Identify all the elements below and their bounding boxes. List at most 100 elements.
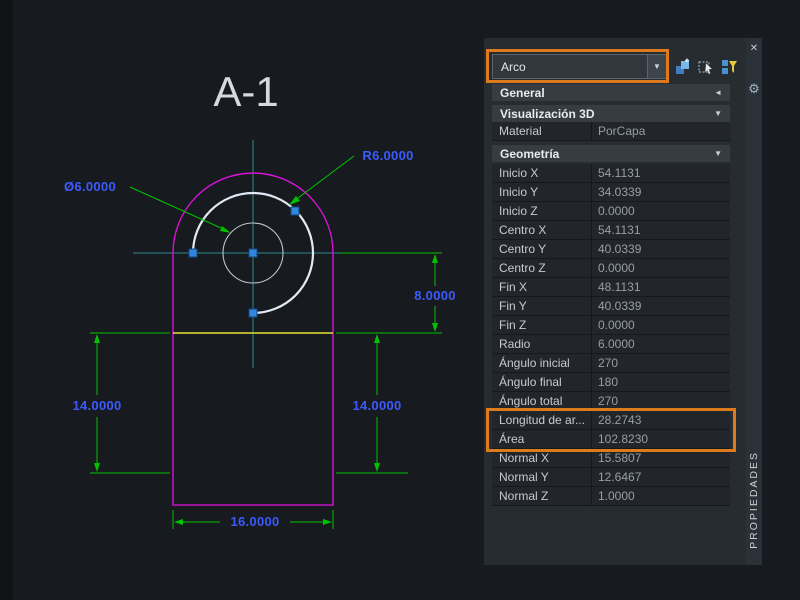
collapse-arrow-icon[interactable]: ▼ [714,149,722,158]
property-value[interactable]: 0.0000 [598,318,635,332]
property-value[interactable]: 12.6467 [598,470,642,484]
object-selector-row: Arco ▼ [492,54,740,79]
property-row-material[interactable]: Material PorCapa [492,122,730,141]
property-value[interactable]: 34.0339 [598,185,642,199]
section-header-general[interactable]: General ◄ [492,84,730,101]
property-row[interactable]: Fin Z 0.0000 [492,316,730,335]
property-label: Ángulo total [492,392,592,410]
arrowhead [432,323,438,332]
grip-center[interactable] [248,248,258,258]
dim-label-diameter[interactable]: Ø6.0000 [64,179,116,194]
arrowhead [220,226,231,233]
property-row[interactable]: Ángulo final 180 [492,373,730,392]
leader-line-radius[interactable] [297,155,355,199]
collapse-arrow-icon[interactable]: ▼ [714,109,722,118]
properties-list: Inicio X 54.1131 Inicio Y 34.0339 Inicio Z… [484,164,746,506]
arrowhead [323,519,332,525]
property-value[interactable]: PorCapa [598,124,646,138]
property-row[interactable]: Ángulo total 270 [492,392,730,411]
dim-label-14-right[interactable]: 14.0000 [352,398,402,413]
property-label: Ángulo inicial [492,354,592,372]
dim-label-radius[interactable]: R6.0000 [362,148,414,163]
property-row[interactable]: Centro Z 0.0000 [492,259,730,278]
close-icon[interactable]: ✕ [749,43,759,54]
property-value[interactable]: 270 [598,356,619,370]
properties-panel: Arco ▼ General ◄ Visualización 3D [484,38,746,565]
panel-titlebar: ✕ ⚙ PROPIEDADES [746,38,762,565]
property-value[interactable]: 6.0000 [598,337,635,351]
property-value[interactable]: 1.0000 [598,489,635,503]
collapse-arrow-icon[interactable]: ◄ [714,88,722,97]
arrowhead [374,463,380,472]
property-label: Inicio X [492,164,592,182]
property-row-arc-length[interactable]: Longitud de ar... 28.2743 [492,411,730,430]
property-label: Normal Y [492,468,592,486]
section-header-3d-visualization[interactable]: Visualización 3D ▼ [492,105,730,122]
dim-label-8[interactable]: 8.0000 [414,288,456,303]
property-value[interactable]: 40.0339 [598,299,642,313]
property-value[interactable]: 270 [598,394,619,408]
property-row[interactable]: Normal Y 12.6467 [492,468,730,487]
property-row[interactable]: Centro X 54.1131 [492,221,730,240]
object-type-dropdown[interactable]: Arco ▼ [492,54,667,79]
arrowhead [94,334,100,343]
grip-end[interactable] [188,248,198,258]
inner-circle[interactable] [222,222,284,284]
property-value[interactable]: 15.5807 [598,451,642,465]
property-label: Centro Y [492,240,592,258]
property-row[interactable]: Centro Y 40.0339 [492,240,730,259]
section-label: Visualización 3D [500,106,595,121]
gear-icon[interactable]: ⚙ [748,81,760,96]
property-label: Fin Z [492,316,592,334]
property-value[interactable]: 0.0000 [598,204,635,218]
property-label: Material [492,122,592,140]
chevron-down-icon[interactable]: ▼ [647,55,666,78]
pickadd-toggle-icon[interactable] [673,57,693,77]
property-label: Centro Z [492,259,592,277]
property-label: Inicio Y [492,183,592,201]
property-row[interactable]: Radio 6.0000 [492,335,730,354]
section-label: General [500,85,545,100]
property-value[interactable]: 48.1131 [598,280,641,294]
property-row[interactable]: Ángulo inicial 270 [492,354,730,373]
property-value[interactable]: 40.0339 [598,242,642,256]
arrowhead [432,254,438,263]
section-header-geometry[interactable]: Geometría ▼ [492,145,730,162]
outline-shape[interactable] [172,172,334,506]
property-label: Normal Z [492,487,592,505]
property-row[interactable]: Normal Z 1.0000 [492,487,730,506]
quick-select-icon[interactable] [719,57,739,77]
arrowhead [289,196,300,205]
property-label: Longitud de ar... [492,411,592,429]
dim-label-16[interactable]: 16.0000 [230,514,280,529]
property-label: Radio [492,335,592,353]
property-value[interactable]: 54.1131 [598,223,641,237]
property-row[interactable]: Inicio X 54.1131 [492,164,730,183]
property-value[interactable]: 180 [598,375,619,389]
arrowhead [174,519,183,525]
property-label: Centro X [492,221,592,239]
property-label: Fin X [492,278,592,296]
leader-line-diameter[interactable] [129,186,222,229]
property-label: Ángulo final [492,373,592,391]
grip-start[interactable] [248,308,258,318]
dim-label-14-left[interactable]: 14.0000 [72,398,122,413]
property-row[interactable]: Fin Y 40.0339 [492,297,730,316]
select-objects-icon[interactable] [696,57,716,77]
grip-midpoint[interactable] [290,206,300,216]
property-value[interactable]: 28.2743 [598,413,642,427]
property-value[interactable]: 102.8230 [598,432,649,446]
property-value[interactable]: 54.1131 [598,166,641,180]
property-row[interactable]: Fin X 48.1131 [492,278,730,297]
property-label: Fin Y [492,297,592,315]
view-title: A-1 [213,68,279,115]
panel-title: PROPIEDADES [748,451,760,549]
panel-toolbar [673,57,739,77]
property-row[interactable]: Inicio Y 34.0339 [492,183,730,202]
property-value[interactable]: 0.0000 [598,261,635,275]
